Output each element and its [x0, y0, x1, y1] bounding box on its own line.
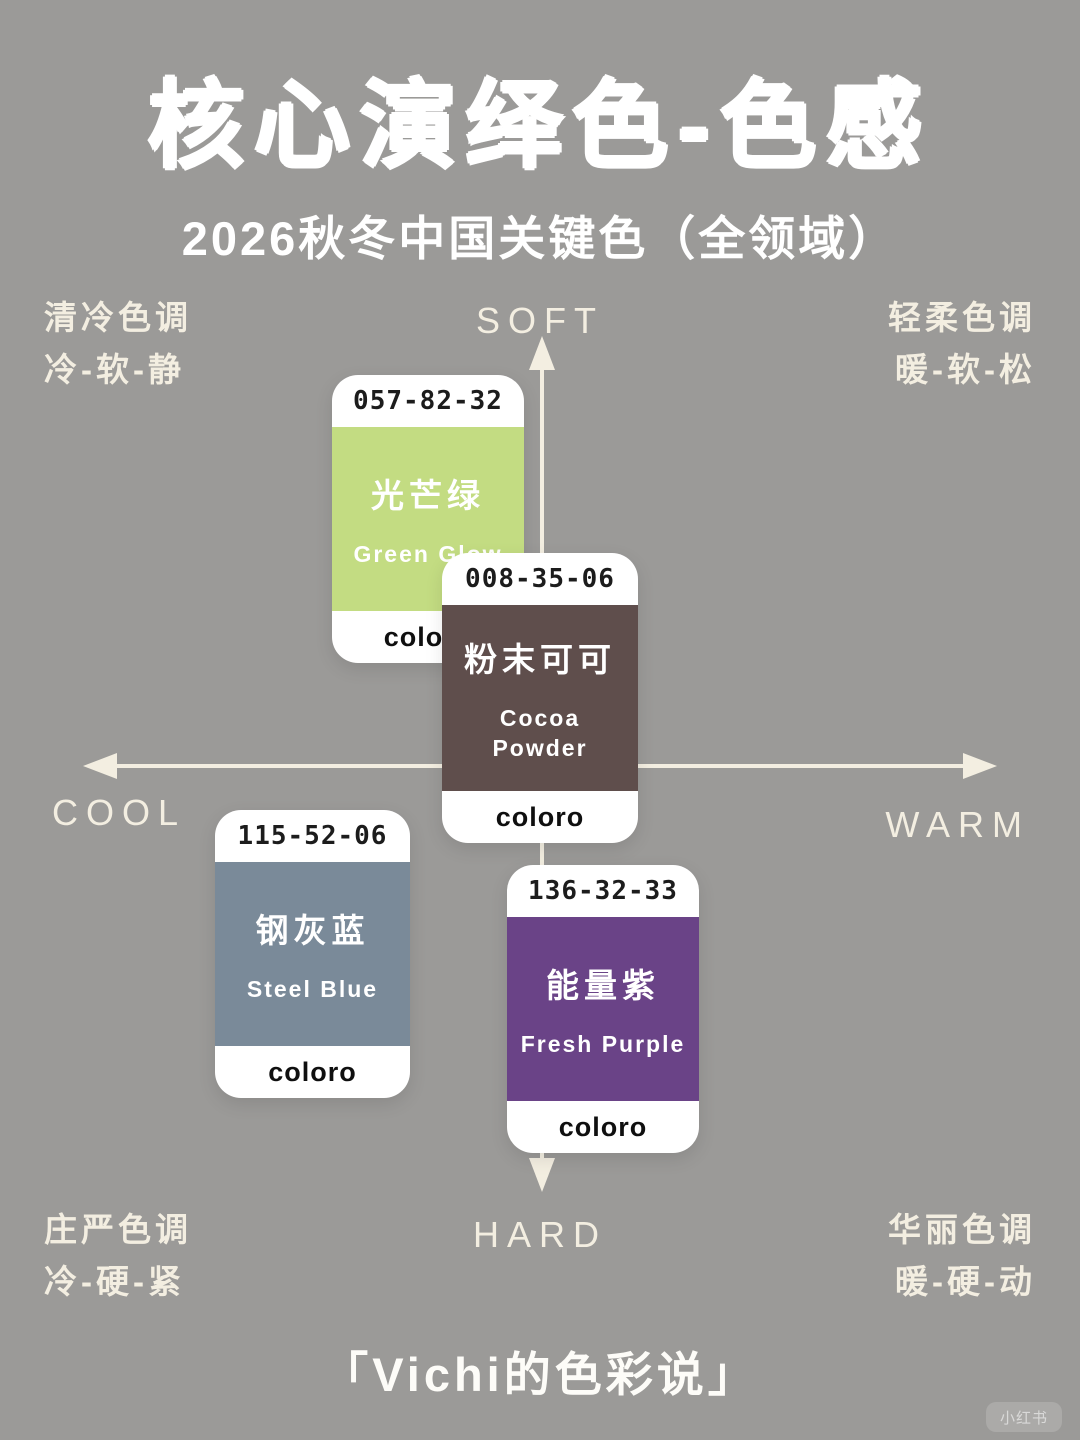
- corner-label-line1: 庄严色调: [44, 1211, 192, 1248]
- coloro-logo: coloro: [558, 1111, 648, 1142]
- color-name-en: Fresh Purple: [520, 1031, 686, 1057]
- arrow-left-icon: [83, 753, 117, 779]
- color-card-cocoa-powder: 008-35-06 粉末可可 Cocoa Powder coloro: [442, 553, 638, 843]
- corner-label-line1: 清冷色调: [44, 299, 192, 336]
- arrow-down-icon: [529, 1158, 555, 1192]
- color-name-cn: 粉末可可: [464, 641, 616, 678]
- color-name-en: Cocoa Powder: [492, 705, 588, 761]
- corner-label-cool-soft: 清冷色调 冷-软-静: [44, 292, 192, 396]
- coloro-logo: coloro: [495, 801, 585, 832]
- page-footer: 「Vichi的色彩说」: [321, 1348, 759, 1401]
- color-swatch: 钢灰蓝 Steel Blue: [215, 862, 410, 1046]
- corner-label-line2: 冷-硬-紧: [44, 1263, 185, 1300]
- color-swatch: 粉末可可 Cocoa Powder: [442, 605, 638, 791]
- corner-label-line1: 华丽色调: [888, 1211, 1036, 1248]
- corner-label-line2: 冷-软-静: [44, 351, 185, 388]
- arrow-right-icon: [963, 753, 997, 779]
- color-swatch: 能量紫 Fresh Purple: [507, 917, 699, 1101]
- coloro-code: 136-32-33: [528, 876, 678, 906]
- corner-label-line2: 暖-软-松: [895, 351, 1036, 388]
- color-card-steel-blue: 115-52-06 钢灰蓝 Steel Blue coloro: [215, 810, 410, 1098]
- corner-label-warm-soft: 轻柔色调 暖-软-松: [888, 292, 1036, 396]
- coloro-code: 057-82-32: [353, 386, 503, 416]
- corner-label-line1: 轻柔色调: [888, 299, 1036, 336]
- axis-label-warm: WARM: [885, 804, 1030, 845]
- color-card-fresh-purple: 136-32-33 能量紫 Fresh Purple coloro: [507, 865, 699, 1153]
- coloro-code: 115-52-06: [237, 821, 388, 851]
- xiaohongshu-watermark: 小红书: [986, 1402, 1062, 1432]
- page-title: 核心演绎色-色感: [148, 73, 932, 180]
- axis-label-soft: SOFT: [476, 300, 604, 341]
- axis-label-cool: COOL: [52, 792, 187, 833]
- color-name-cn: 能量紫: [546, 967, 660, 1004]
- axis-label-hard: HARD: [472, 1214, 607, 1255]
- color-name-cn: 钢灰蓝: [255, 912, 370, 949]
- corner-label-warm-hard: 华丽色调 暖-硬-动: [888, 1204, 1036, 1308]
- color-name-cn: 光芒绿: [371, 477, 485, 514]
- color-name-en: Steel Blue: [246, 976, 379, 1002]
- corner-label-cool-hard: 庄严色调 冷-硬-紧: [44, 1204, 192, 1308]
- page-subtitle: 2026秋冬中国关键色（全领域）: [181, 212, 899, 265]
- corner-label-line2: 暖-硬-动: [895, 1263, 1036, 1300]
- coloro-code: 008-35-06: [465, 564, 615, 594]
- coloro-logo: coloro: [268, 1056, 357, 1087]
